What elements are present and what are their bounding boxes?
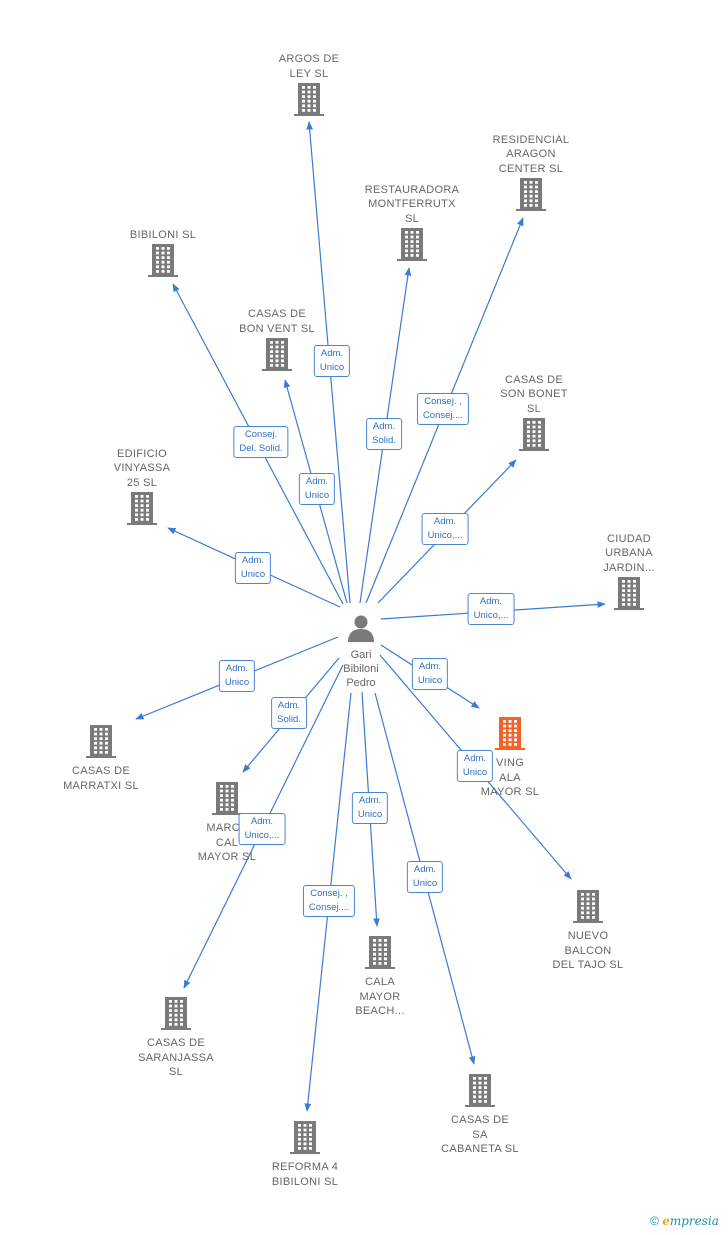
edge-label-marratxi[interactable]: Adm. Unico: [218, 660, 256, 692]
company-label: CASAS DE MARRATXI SL: [63, 765, 139, 792]
footer-brand: © empresia: [650, 1214, 719, 1228]
edge-label-argos[interactable]: Adm. Unico: [313, 345, 351, 377]
building-icon: [573, 890, 603, 923]
company-node-calabeach[interactable]: CALA MAYOR BEACH...: [320, 934, 440, 1019]
company-node-marcala[interactable]: MARCA CAL MAYOR SL: [167, 780, 287, 865]
edge-label-vinyassa[interactable]: Adm. Unico: [234, 552, 272, 584]
company-node-marratxi[interactable]: CASAS DE MARRATXI SL: [41, 723, 161, 793]
edge-label-bibiloni[interactable]: Consej. Del. Solid.: [233, 426, 289, 458]
company-node-saranjassa[interactable]: CASAS DE SARANJASSA SL: [116, 995, 236, 1080]
company-node-bibiloni[interactable]: BIBILONI SL: [103, 228, 223, 284]
edge-label-living[interactable]: Adm. Unico: [411, 658, 449, 690]
company-label: BIBILONI SL: [129, 228, 197, 241]
building-icon: [465, 1074, 495, 1107]
edge-label-calabeach[interactable]: Adm. Unico: [351, 792, 389, 824]
building-icon: [212, 782, 242, 815]
company-label: CASAS DE SON BONET SL: [500, 373, 568, 415]
person-icon: [348, 615, 374, 642]
building-icon: [86, 725, 116, 758]
company-label: CALA MAYOR BEACH...: [355, 976, 405, 1017]
copyright-symbol: ©: [650, 1214, 659, 1228]
edge-label-nuevo[interactable]: Adm. Unico: [456, 750, 494, 782]
person-label: Gari Bibiloni Pedro: [343, 649, 379, 689]
center-person-node[interactable]: Gari Bibiloni Pedro: [316, 613, 406, 690]
company-node-vinyassa[interactable]: EDIFICIO VINYASSA 25 SL: [82, 447, 202, 532]
building-icon: [262, 338, 292, 371]
company-label: RESTAURADORA MONTFERRUTX SL: [364, 183, 460, 225]
building-icon: [365, 936, 395, 969]
building-icon: [161, 997, 191, 1030]
company-label: CIUDAD URBANA JARDIN...: [603, 532, 655, 574]
company-label: CASAS DE SA CABANETA SL: [441, 1114, 519, 1155]
company-label: RESIDENCIAL ARAGON CENTER SL: [492, 133, 570, 175]
company-node-nuevo[interactable]: NUEVO BALCON DEL TAJO SL: [528, 888, 648, 973]
company-node-living[interactable]: VING ALA MAYOR SL: [450, 715, 570, 800]
company-label: ARGOS DE LEY SL: [278, 53, 340, 80]
edge-label-bonvent[interactable]: Adm. Unico: [298, 473, 336, 505]
company-node-argos[interactable]: ARGOS DE LEY SL: [249, 52, 369, 122]
company-label: CASAS DE BON VENT SL: [239, 308, 315, 335]
company-label: MARCA CAL MAYOR SL: [197, 822, 257, 863]
edge-label-ciudad[interactable]: Adm. Unico,...: [467, 593, 515, 625]
edge-label-cabaneta[interactable]: Adm. Unico: [406, 861, 444, 893]
edge-label-reforma[interactable]: Consej. , Consej....: [302, 885, 356, 917]
company-label: REFORMA 4 BIBILONI SL: [271, 1161, 339, 1188]
company-node-reforma[interactable]: REFORMA 4 BIBILONI SL: [245, 1119, 365, 1189]
company-node-sonbonet[interactable]: CASAS DE SON BONET SL: [474, 373, 594, 458]
building-icon: [614, 577, 644, 610]
company-node-bonvent[interactable]: CASAS DE BON VENT SL: [217, 307, 337, 377]
company-label: EDIFICIO VINYASSA 25 SL: [113, 447, 171, 489]
company-node-restauradora[interactable]: RESTAURADORA MONTFERRUTX SL: [352, 183, 472, 268]
edge-label-saranjassa[interactable]: Adm. Unico,...: [238, 813, 286, 845]
building-icon: [397, 228, 427, 261]
company-node-cabaneta[interactable]: CASAS DE SA CABANETA SL: [420, 1072, 540, 1157]
company-node-ciudad[interactable]: CIUDAD URBANA JARDIN...: [569, 532, 689, 617]
building-icon: [495, 717, 525, 750]
company-node-residencial[interactable]: RESIDENCIAL ARAGON CENTER SL: [471, 133, 591, 218]
building-icon: [294, 83, 324, 116]
company-label: NUEVO BALCON DEL TAJO SL: [552, 930, 624, 971]
building-icon: [127, 492, 157, 525]
building-icon: [290, 1121, 320, 1154]
edge-label-marcala[interactable]: Adm. Solid.: [271, 697, 307, 729]
building-icon: [148, 244, 178, 277]
building-icon: [516, 178, 546, 211]
edge-label-restauradora[interactable]: Adm. Solid.: [366, 418, 402, 450]
edge-label-sonbonet[interactable]: Adm. Unico,...: [421, 513, 469, 545]
company-label: VING ALA MAYOR SL: [480, 757, 540, 798]
edge-label-residencial[interactable]: Consej. , Consej....: [416, 393, 470, 425]
company-label: CASAS DE SARANJASSA SL: [138, 1037, 214, 1078]
building-icon: [519, 418, 549, 451]
brand-logo: empresia: [662, 1214, 719, 1228]
